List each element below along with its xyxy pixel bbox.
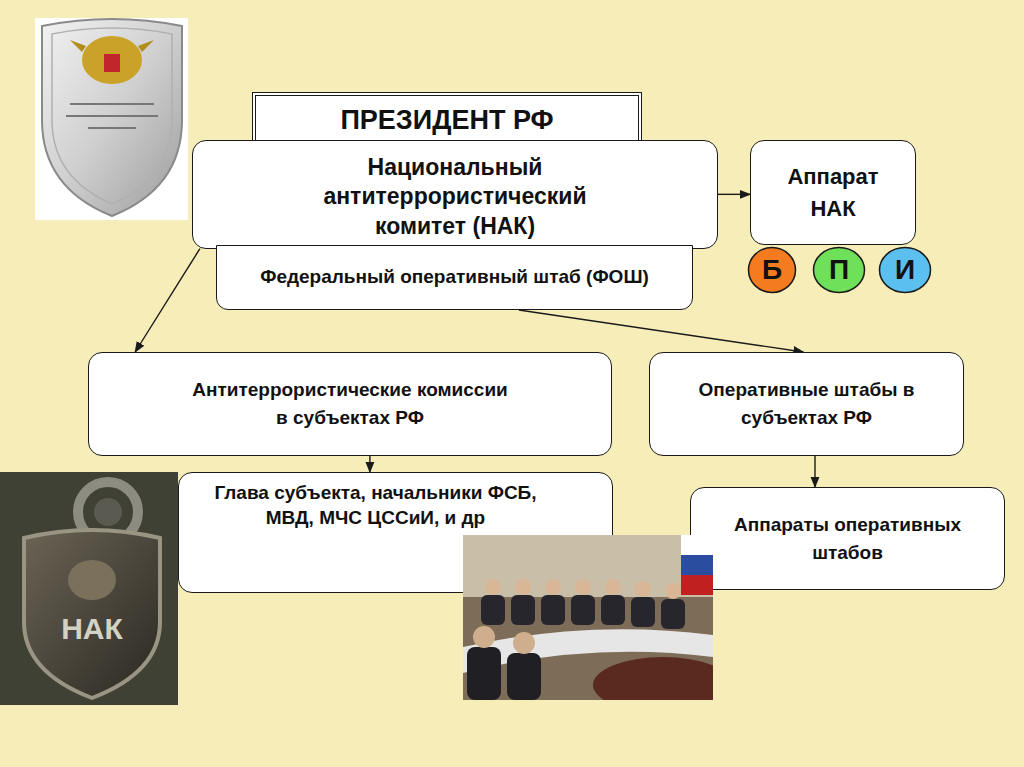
connector-arrow (718, 194, 750, 195)
box-text: ПРЕЗИДЕНТ РФ (340, 104, 553, 136)
circle-fill (814, 248, 865, 293)
box-text: Федеральный оперативный штаб (ФОШ) (260, 265, 649, 290)
connector-arrow (519, 310, 803, 352)
apparatus-box: Аппарат НАК (750, 140, 916, 245)
box-text: Глава субъекта, начальники ФСБ, МВД, МЧС… (211, 481, 541, 530)
connector-arrow (369, 456, 370, 472)
box-text: Антитеррористические комиссии в субъекта… (190, 376, 510, 431)
badge-photo (0, 472, 178, 705)
badge-label: НАК (42, 612, 142, 646)
meeting-photo (463, 535, 713, 700)
letter-circle: И (878, 246, 932, 294)
engraved-line (88, 127, 136, 129)
emblem-ground (35, 18, 188, 220)
committee-box: Национальный антитеррористический комите… (192, 140, 718, 249)
commission-box: Антитеррористические комиссии в субъекта… (88, 352, 612, 456)
shield-outline (42, 19, 182, 216)
connector-arrow (814, 456, 815, 487)
emblem-shield (0, 0, 200, 230)
circle-fill (749, 248, 796, 293)
regional-hq-box: Оперативные штабы в субъектах РФ (649, 352, 964, 456)
hq-apparatus-box: Аппараты оперативных штабов (690, 487, 1005, 590)
box-text: Б (762, 255, 782, 286)
engraved-line (66, 115, 158, 117)
eagle-symbol (82, 36, 142, 84)
letter-circle: П (812, 246, 866, 294)
shield-inner (52, 28, 172, 204)
letter-circle: Б (747, 246, 797, 294)
box-text: Аппарат НАК (763, 161, 903, 225)
box-text: И (895, 255, 915, 286)
engraved-line (70, 103, 154, 105)
headquarters-box: Федеральный оперативный штаб (ФОШ) (216, 245, 693, 310)
eagle-wings (70, 40, 154, 52)
box-text: П (829, 255, 849, 286)
box-text: Аппараты оперативных штабов (723, 511, 973, 566)
circle-fill (880, 248, 931, 293)
box-text: Оперативные штабы в субъектах РФ (684, 376, 930, 431)
box-text: Национальный антитеррористический комите… (285, 153, 625, 243)
connector-arrow (135, 249, 200, 352)
eagle-shield (104, 54, 120, 72)
